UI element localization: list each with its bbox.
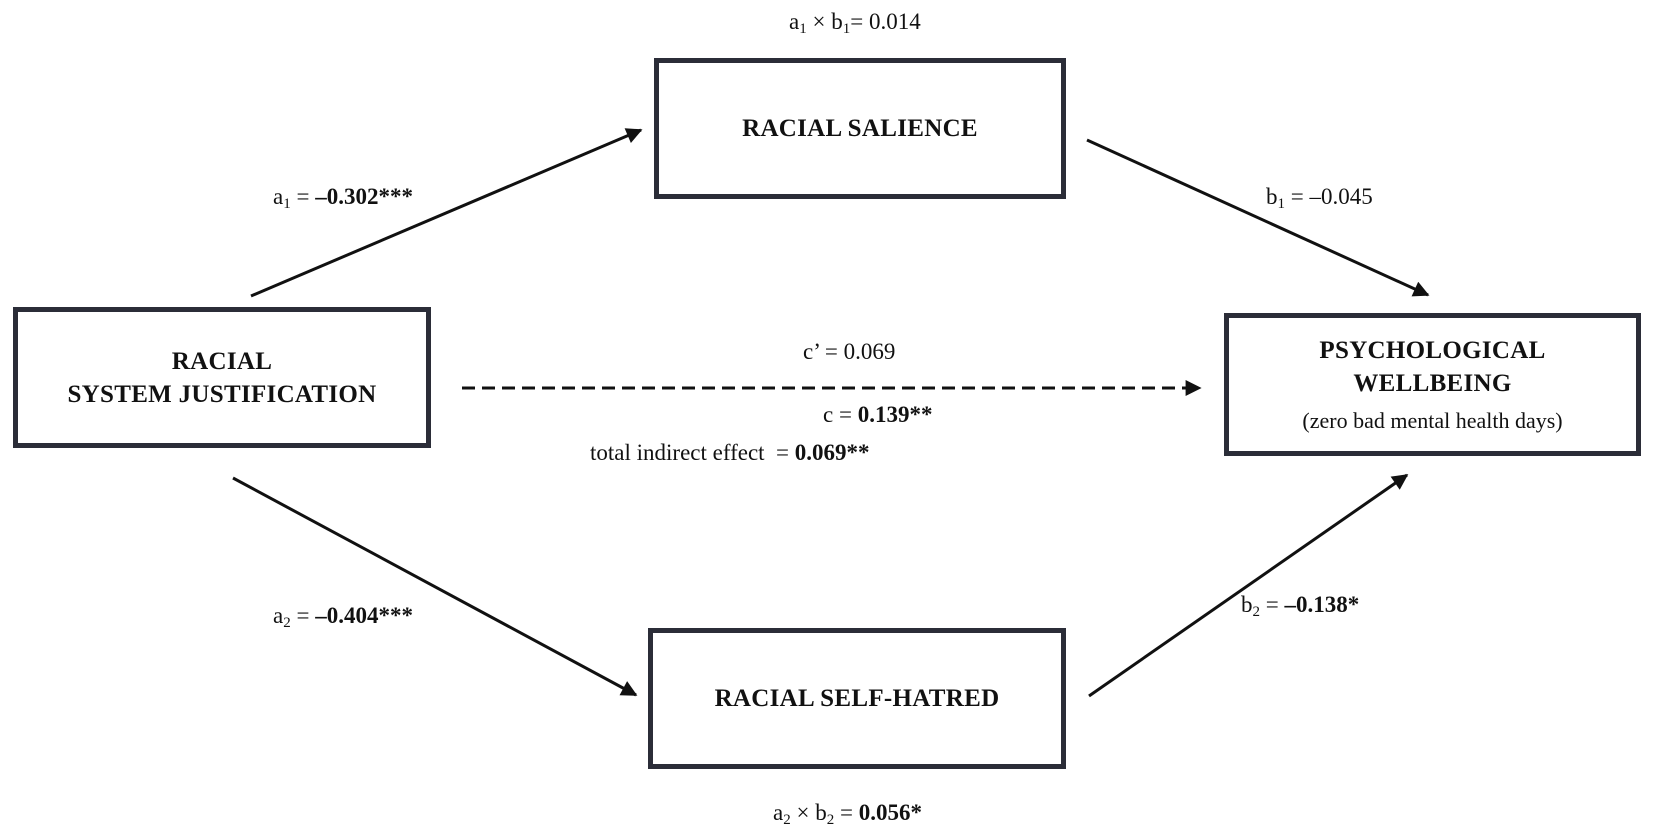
node-rsj-line2: SYSTEM JUSTIFICATION <box>67 380 377 408</box>
b1-value: –0.045 <box>1309 184 1373 209</box>
node-racial-system-justification: RACIAL SYSTEM JUSTIFICATION <box>13 307 431 448</box>
c-prime-text: c’ = 0.069 <box>803 339 896 364</box>
node-selfhatred-title: RACIAL SELF-HATRED <box>714 685 1000 712</box>
path-a1-label: a1 = –0.302*** <box>273 183 413 212</box>
total-indirect-effect-label: total indirect effect = 0.069** <box>590 439 870 467</box>
path-c-prime-label: c’ = 0.069 <box>803 338 895 366</box>
path-b1-label: b1 = –0.045 <box>1266 183 1373 212</box>
indirect-effect-2: a2 × b2 = 0.056* <box>773 799 922 828</box>
node-psychological-wellbeing: PSYCHOLOGICAL WELLBEING (zero bad mental… <box>1224 313 1641 456</box>
ind1-a: a <box>789 9 800 34</box>
ind1-a-idx: 1 <box>799 21 807 37</box>
node-wellbeing-line1: PSYCHOLOGICAL <box>1319 336 1546 364</box>
a2-sym: a <box>273 603 284 628</box>
total-indirect-prefix: total indirect effect = <box>590 440 795 465</box>
c-prefix: c = <box>823 402 858 427</box>
c-value: 0.139** <box>857 402 933 427</box>
path-c-label: c = 0.139** <box>823 401 932 429</box>
arrow-b1 <box>1086 138 1430 297</box>
a2-value: –0.404*** <box>315 603 413 628</box>
ind1-b: b <box>831 9 843 34</box>
b2-eq: = <box>1260 592 1285 617</box>
node-wellbeing-sub: (zero bad mental health days) <box>1302 407 1563 433</box>
node-racial-self-hatred: RACIAL SELF-HATRED <box>648 628 1066 769</box>
ind2-times: × <box>790 800 816 825</box>
ind2-value: 0.056* <box>858 800 922 825</box>
arrow-a2 <box>232 476 638 697</box>
node-rsj-line1: RACIAL <box>171 347 273 375</box>
b2-idx: 2 <box>1252 604 1261 620</box>
node-salience-title: RACIAL SALIENCE <box>742 115 978 142</box>
node-wellbeing-line2: WELLBEING <box>1353 369 1512 397</box>
b2-sym: b <box>1241 592 1253 617</box>
b1-sym: b <box>1266 184 1278 209</box>
path-b2-label: b2 = –0.138* <box>1241 591 1360 620</box>
a2-eq: = <box>290 603 316 628</box>
ind1-value: 0.014 <box>868 9 921 34</box>
total-indirect-value: 0.069** <box>794 440 870 465</box>
a1-value: –0.302*** <box>315 184 413 209</box>
arrow-a1 <box>250 128 643 298</box>
a2-idx: 2 <box>283 615 291 631</box>
path-a2-label: a2 = –0.404*** <box>273 602 413 631</box>
ind2-b: b <box>815 800 827 825</box>
a1-idx: 1 <box>283 196 291 212</box>
ind2-a-idx: 2 <box>783 812 791 828</box>
node-racial-salience: RACIAL SALIENCE <box>654 58 1066 199</box>
ind2-eq: = <box>834 800 859 825</box>
b1-idx: 1 <box>1277 196 1286 212</box>
arrow-b2 <box>1088 473 1409 698</box>
indirect-effect-1: a1 × b1= 0.014 <box>789 8 921 37</box>
a1-eq: = <box>290 184 316 209</box>
b1-eq: = <box>1285 184 1310 209</box>
ind1-times: × <box>806 9 832 34</box>
b2-value: –0.138* <box>1284 592 1360 617</box>
ind1-b-idx: 1 <box>842 21 851 37</box>
a1-sym: a <box>273 184 284 209</box>
ind2-a: a <box>773 800 784 825</box>
ind1-eq: = <box>850 9 869 34</box>
ind2-b-idx: 2 <box>826 812 835 828</box>
